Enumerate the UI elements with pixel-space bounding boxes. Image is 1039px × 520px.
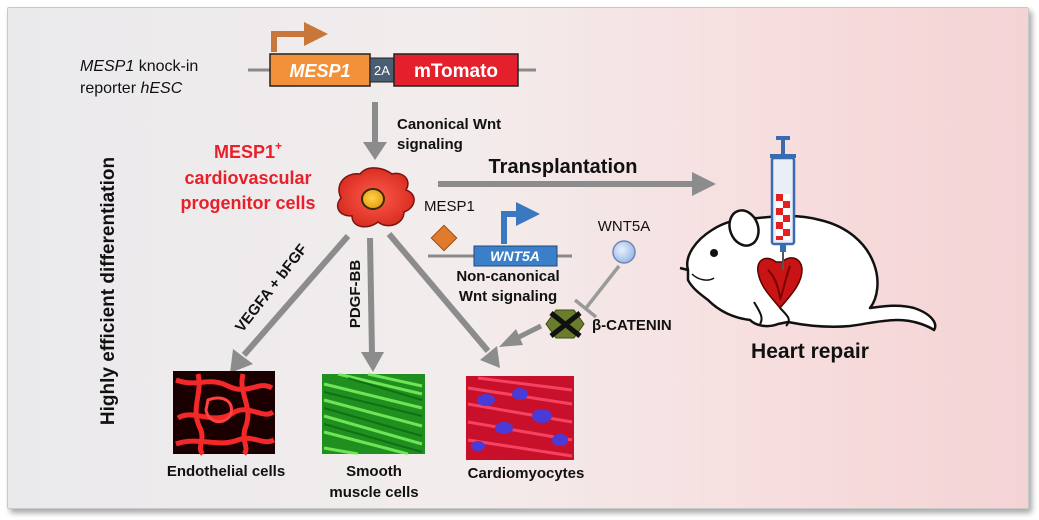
progenitor-title: MESP1+ (214, 139, 282, 162)
heart-icon (757, 257, 803, 310)
linker-2a-label: 2A (374, 63, 390, 78)
reporter-label-line1: MESP1 knock-in (80, 58, 198, 75)
reporter-label-line2: reporter hESC (80, 80, 183, 97)
beta-catenin-label: β-CATENIN (592, 317, 672, 334)
mesp1-factor-diamond-icon (430, 224, 458, 252)
mesp1-factor-label: MESP1 (424, 198, 475, 215)
endothelial-arrow (241, 234, 351, 357)
noncanonical-line1: Non-canonical (456, 268, 559, 285)
canonical-arrow-head (363, 142, 387, 160)
wnt5a-protein-icon (612, 240, 636, 264)
mouse-eye-icon (710, 249, 718, 257)
cell-nucleus-icon (361, 188, 385, 210)
mouse-icon (679, 209, 937, 332)
smooth-muscle-arrow (367, 237, 375, 355)
mouse-legs (753, 301, 790, 327)
cardiomyocytes-label: Cardiomyocytes (468, 465, 585, 482)
smooth-muscle-label-line2: muscle cells (329, 484, 418, 501)
endothelial-label: Endothelial cells (167, 463, 285, 480)
side-label-differentiation: Highly efficient differentiation (98, 157, 119, 425)
wnt5a-promoter-arrow-icon (501, 202, 540, 244)
promoter-arrow-icon (271, 22, 328, 52)
inhibition-line (584, 264, 621, 310)
syringe-icon (770, 136, 796, 270)
smooth-muscle-micrograph (322, 372, 425, 456)
heart-repair-label: Heart repair (751, 340, 869, 363)
figure-panel: MESP1 knock-in reporter hESC MESP1 2A mT… (7, 7, 1029, 509)
progenitor-line2: cardiovascular (184, 168, 311, 188)
wnt5a-protein-label: WNT5A (598, 218, 651, 235)
wnt5a-gene-label: WNT5A (490, 248, 540, 264)
canonical-label-line1: Canonical Wnt (397, 116, 501, 133)
smooth-muscle-label-line1: Smooth (346, 463, 402, 480)
mtomato-box (393, 53, 519, 87)
cardiomyocyte-micrograph (466, 376, 574, 460)
mtomato-label: mTomato (414, 61, 498, 82)
noncanonical-line2: Wnt signaling (459, 288, 557, 305)
canonical-label-line2: signaling (397, 136, 463, 153)
inhibition-bar (573, 298, 598, 319)
progenitor-line3: progenitor cells (180, 193, 315, 213)
transplantation-arrow-head (692, 172, 716, 196)
endothelial-micrograph (173, 371, 276, 456)
cardiomyocyte-arrow (386, 232, 491, 353)
pdgf-bb-label: PDGF-BB (347, 260, 364, 328)
mesp1-gene-label: MESP1 (289, 61, 350, 81)
transplantation-label: Transplantation (489, 156, 638, 178)
diagram-canvas: MESP1 knock-in reporter hESC MESP1 2A mT… (80, 22, 937, 501)
wnt5a-gene-box (473, 245, 558, 267)
linker-2a-box (369, 57, 395, 83)
